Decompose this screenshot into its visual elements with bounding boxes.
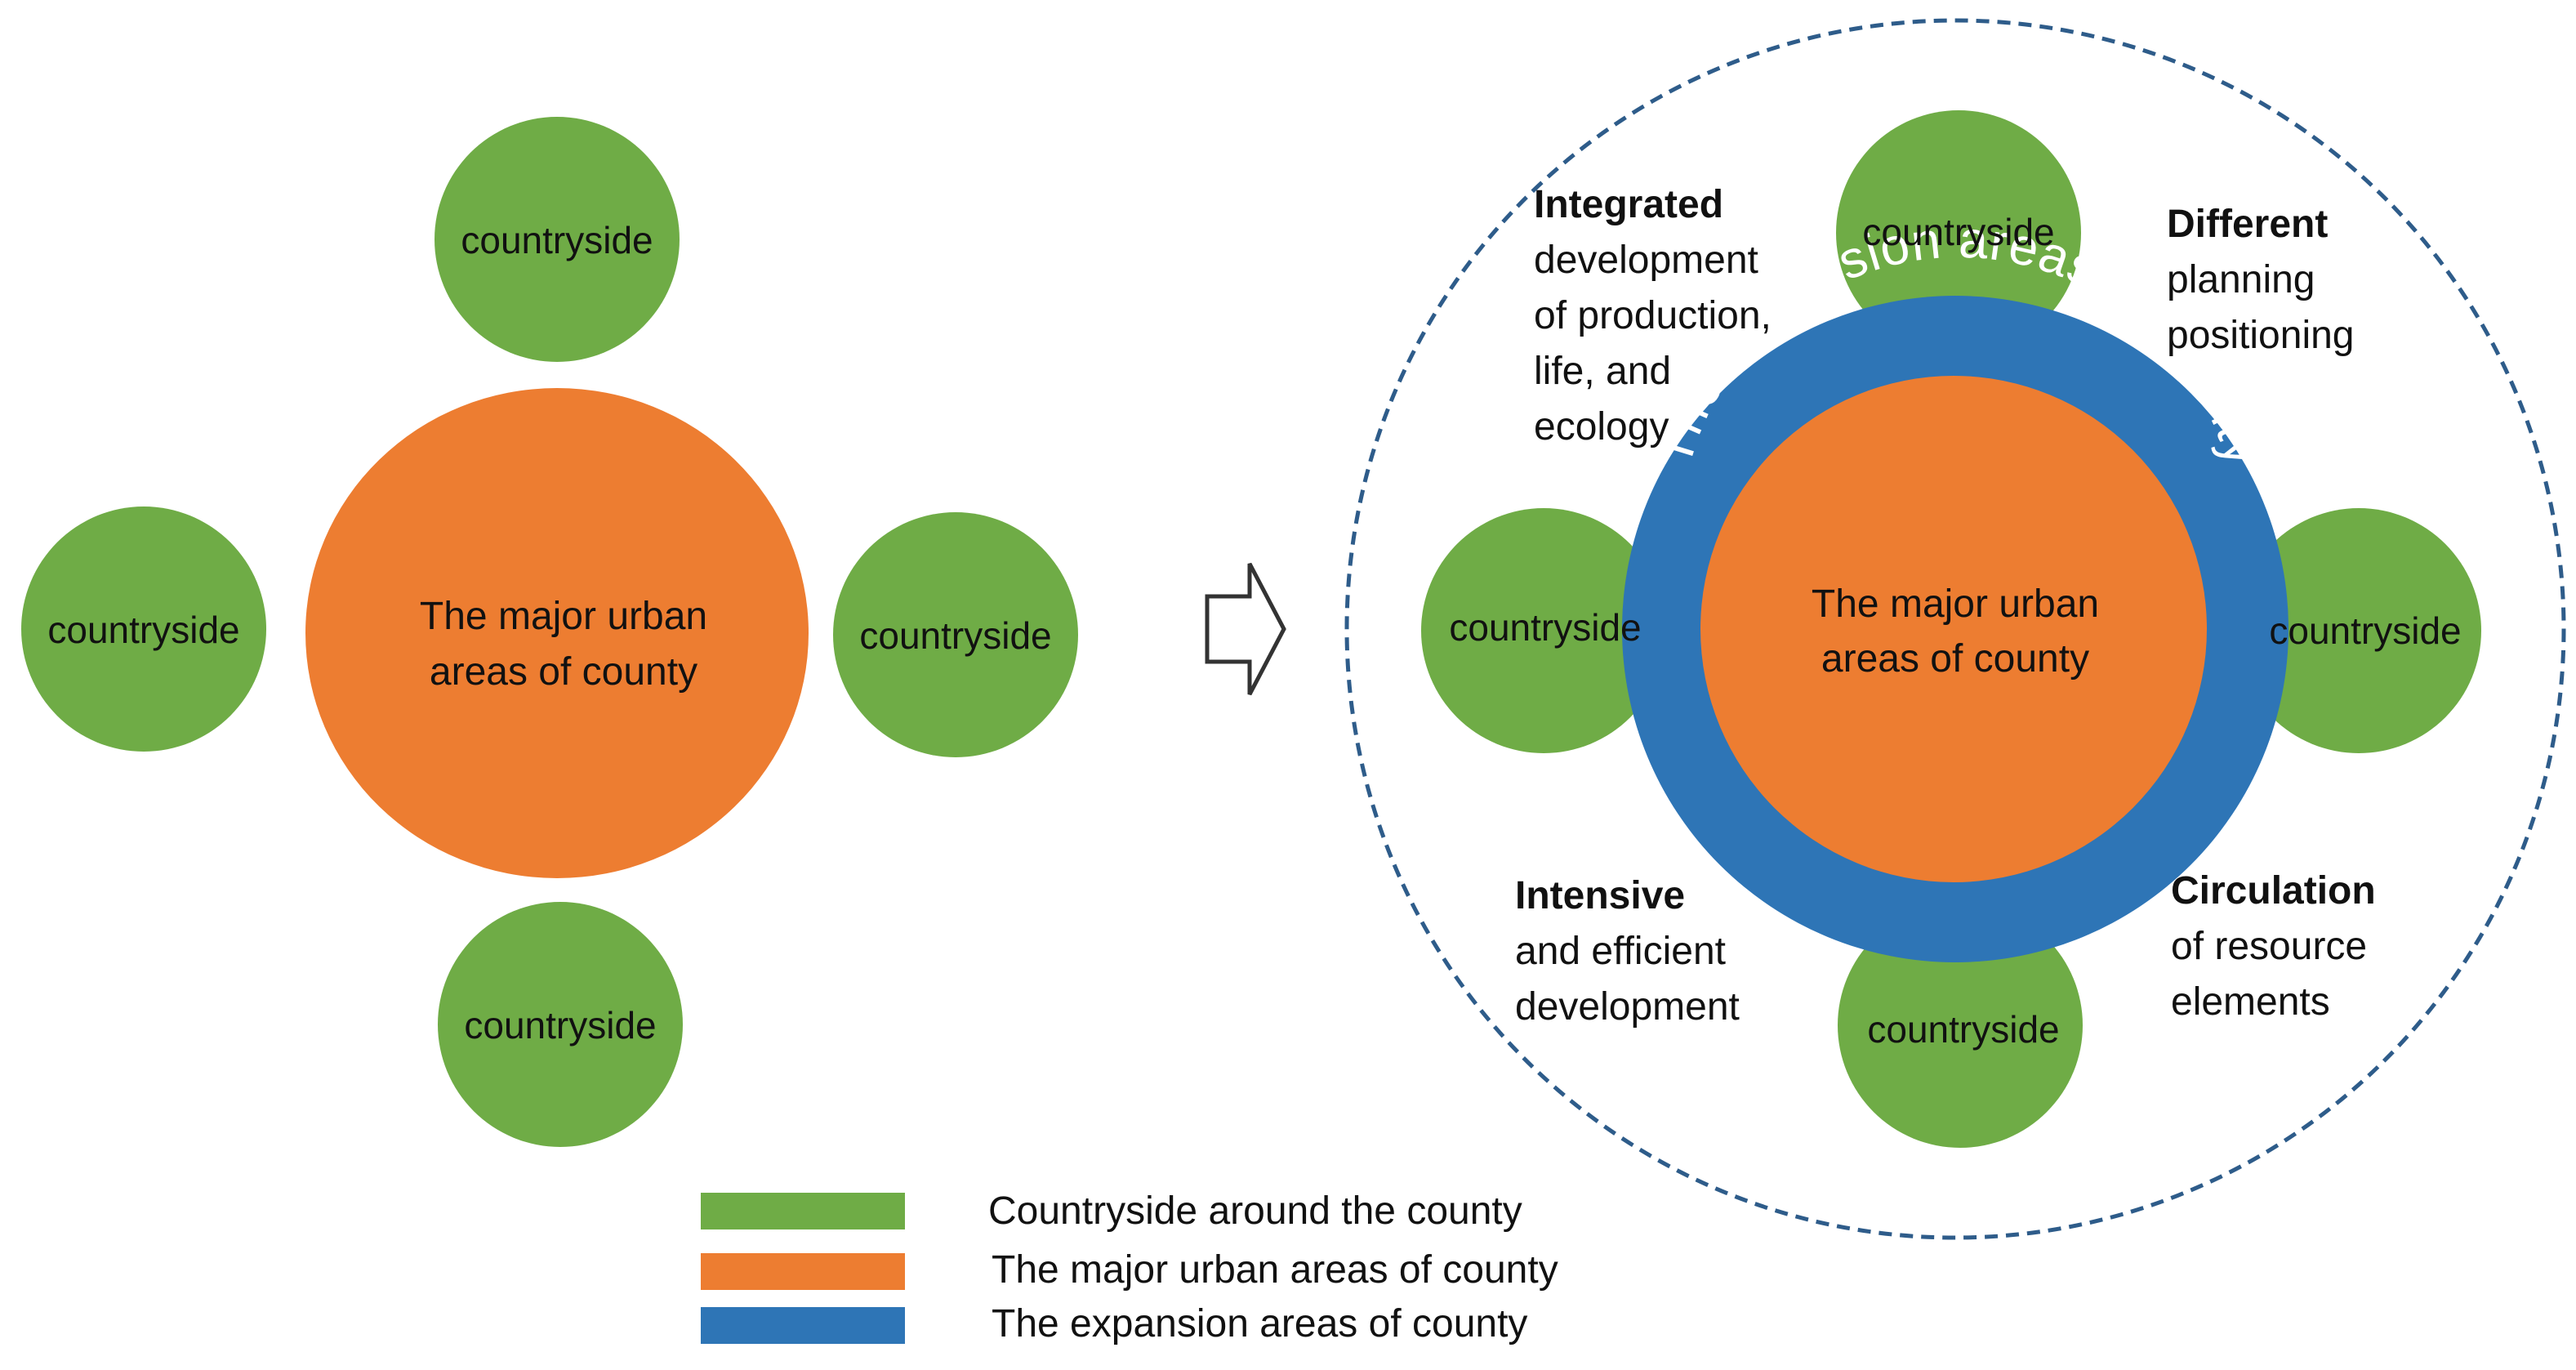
right-urban-area-circle <box>1700 376 2207 882</box>
note-integrated: Integrated development of production, li… <box>1534 183 1772 448</box>
note-intensive-line1: and efficient <box>1515 930 1726 973</box>
note-integrated-line2: of production, <box>1534 294 1772 337</box>
left-countryside-right-label: countryside <box>859 614 1051 657</box>
dashed-boundary-circle <box>1344 18 2566 1240</box>
left-urban-label-line2: areas of county <box>430 650 697 694</box>
note-integrated-line3: life, and <box>1534 350 1671 393</box>
right-countryside-top-label: countryside <box>1862 211 2054 253</box>
right-diagram: The expansion areas of county The major … <box>1344 18 2566 1240</box>
legend-label-countryside: Countryside around the county <box>988 1189 1522 1233</box>
left-countryside-bottom <box>438 902 683 1147</box>
note-intensive-title: Intensive <box>1515 874 1685 917</box>
note-intensive-line2: development <box>1515 985 1740 1029</box>
note-integrated-line4: ecology <box>1534 405 1669 448</box>
left-countryside-top <box>435 117 680 362</box>
right-countryside-top <box>1836 110 2081 355</box>
left-countryside-left-label: countryside <box>47 609 239 651</box>
left-countryside-left <box>21 506 266 752</box>
legend: Countryside around the county The major … <box>701 1189 1558 1345</box>
note-different-line2: positioning <box>2167 314 2355 357</box>
left-countryside-top-label: countryside <box>461 219 653 261</box>
note-circulation: Circulation of resource elements <box>2171 869 2376 1024</box>
legend-swatch-urban <box>701 1253 905 1290</box>
legend-swatch-countryside <box>701 1193 905 1229</box>
left-urban-label-line1: The major urban <box>420 595 707 638</box>
note-circulation-title: Circulation <box>2171 869 2376 913</box>
right-countryside-right-label: countryside <box>2269 609 2461 652</box>
left-urban-area-circle <box>305 388 809 878</box>
note-integrated-title: Integrated <box>1534 183 1723 226</box>
right-urban-label-line1: The major urban <box>1812 582 2099 626</box>
right-countryside-left-label: countryside <box>1449 606 1641 649</box>
note-circulation-line2: elements <box>2171 980 2330 1024</box>
right-countryside-bottom <box>1838 903 2083 1148</box>
right-urban-label-line2: areas of county <box>1821 637 2089 681</box>
right-countryside-right <box>2236 508 2481 753</box>
legend-label-expansion: The expansion areas of county <box>992 1302 1527 1345</box>
legend-label-urban: The major urban areas of county <box>992 1248 1558 1292</box>
right-countryside-left <box>1421 508 1666 753</box>
note-integrated-line1: development <box>1534 239 1758 282</box>
legend-swatch-expansion <box>701 1307 905 1344</box>
right-countryside-bottom-label: countryside <box>1867 1008 2059 1051</box>
left-diagram: The major urban areas of county countrys… <box>21 117 1078 1147</box>
hollow-right-arrow-icon <box>1205 562 1286 696</box>
note-different: Different planning positioning <box>2167 203 2355 357</box>
note-intensive: Intensive and efficient development <box>1515 874 1740 1029</box>
left-countryside-bottom-label: countryside <box>464 1004 656 1046</box>
note-different-title: Different <box>2167 203 2328 246</box>
note-different-line1: planning <box>2167 258 2315 301</box>
note-circulation-line1: of resource <box>2171 925 2367 968</box>
left-countryside-right <box>833 512 1078 757</box>
